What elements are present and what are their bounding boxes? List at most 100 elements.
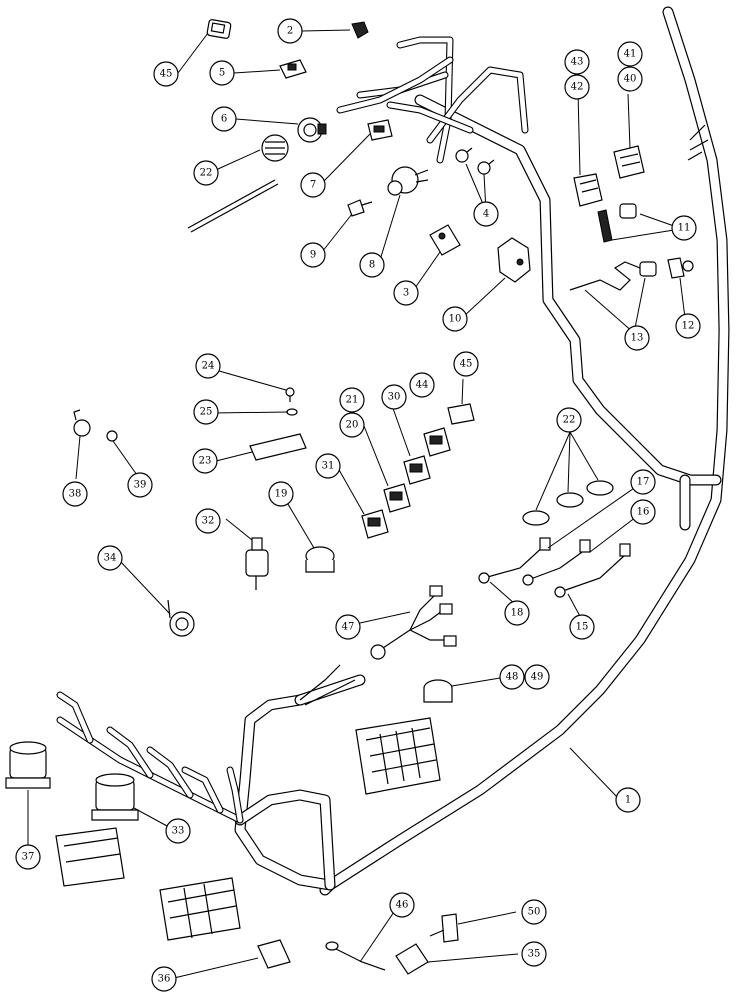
callout-17: 17 — [630, 469, 656, 495]
callout-13: 13 — [624, 325, 650, 351]
callout-11: 11 — [671, 215, 697, 241]
svg-text:18: 18 — [511, 608, 524, 619]
svg-text:33: 33 — [172, 826, 185, 837]
part-36-relay — [257, 939, 291, 969]
svg-text:15: 15 — [576, 622, 589, 633]
part-23-bracket — [249, 433, 307, 461]
callout-39: 39 — [127, 472, 153, 498]
callout-12: 12 — [675, 313, 701, 339]
callout-5: 5 — [209, 60, 235, 86]
svg-text:39: 39 — [134, 480, 147, 491]
tie-strap — [187, 179, 279, 233]
callout-42: 42 — [564, 74, 590, 100]
svg-text:48: 48 — [506, 672, 519, 683]
callout-4: 4 — [473, 201, 499, 227]
callout-49: 49 — [524, 664, 550, 690]
part-37-solenoid — [5, 741, 51, 789]
part-3-relay — [429, 224, 461, 256]
callout-15: 15 — [569, 614, 595, 640]
part-5-switch — [279, 59, 307, 79]
callout-43: 43 — [564, 49, 590, 75]
callout-50: 50 — [521, 899, 547, 925]
svg-text:19: 19 — [275, 489, 288, 500]
svg-text:11: 11 — [678, 223, 691, 234]
part-39-nut — [106, 430, 118, 442]
callout-2: 2 — [277, 18, 303, 44]
callout-46: 46 — [389, 892, 415, 918]
svg-text:44: 44 — [416, 380, 429, 391]
fuse-block-left — [55, 827, 125, 887]
svg-text:7: 7 — [310, 180, 316, 191]
callout-35: 35 — [521, 941, 547, 967]
svg-text:45: 45 — [460, 359, 473, 370]
svg-text:20: 20 — [346, 420, 359, 431]
callout-45-top: 45 — [153, 61, 179, 87]
part-22-lenses — [522, 480, 614, 526]
svg-text:5: 5 — [219, 68, 225, 79]
callout-18: 18 — [504, 600, 530, 626]
svg-text:16: 16 — [637, 507, 650, 518]
callout-41: 41 — [617, 41, 643, 67]
part-19-socket — [305, 546, 335, 573]
callout-38: 38 — [62, 481, 88, 507]
svg-text:12: 12 — [682, 321, 695, 332]
part-21-20-switch — [383, 483, 411, 513]
part-33-solenoid — [91, 773, 139, 821]
callout-40: 40 — [617, 66, 643, 92]
part-40-41-switches — [613, 145, 645, 179]
main-harness — [56, 6, 730, 896]
svg-text:13: 13 — [631, 333, 644, 344]
svg-text:37: 37 — [22, 852, 35, 863]
callout-45-mid: 45 — [453, 351, 479, 377]
svg-text:1: 1 — [625, 795, 631, 806]
callout-3: 3 — [393, 280, 419, 306]
svg-text:46: 46 — [396, 900, 409, 911]
svg-text:35: 35 — [528, 949, 541, 960]
part-10-housing — [497, 237, 531, 283]
part-31-switch — [361, 509, 389, 539]
part-11-lamp — [597, 203, 637, 243]
svg-text:47: 47 — [342, 622, 355, 633]
part-42-43-switches — [573, 173, 603, 207]
svg-text:42: 42 — [571, 82, 584, 93]
callout-7: 7 — [300, 172, 326, 198]
svg-text:22: 22 — [200, 168, 213, 179]
callout-10: 10 — [442, 306, 468, 332]
callout-48: 48 — [499, 664, 525, 690]
svg-text:9: 9 — [310, 250, 316, 261]
callout-20: 20 — [339, 412, 365, 438]
svg-text:30: 30 — [388, 392, 401, 403]
part-9-plug — [347, 199, 373, 217]
svg-text:3: 3 — [403, 288, 409, 299]
svg-text:4: 4 — [483, 209, 489, 220]
svg-text:41: 41 — [624, 49, 637, 60]
part-44-switch — [423, 427, 451, 457]
part-8-key-switch — [387, 166, 429, 196]
callout-1: 1 — [615, 787, 641, 813]
callout-6: 6 — [211, 106, 237, 132]
svg-text:24: 24 — [202, 361, 215, 372]
svg-text:31: 31 — [322, 461, 335, 472]
callout-24: 24 — [195, 353, 221, 379]
callout-8: 8 — [359, 252, 385, 278]
callout-44: 44 — [409, 372, 435, 398]
svg-text:32: 32 — [202, 516, 215, 527]
part-13-sensor — [569, 261, 657, 291]
callout-31: 31 — [315, 453, 341, 479]
svg-text:40: 40 — [624, 74, 637, 85]
svg-text:21: 21 — [346, 395, 359, 406]
part-35-switch — [395, 943, 429, 975]
part-45-top-switch — [206, 19, 232, 39]
callout-22-top: 22 — [193, 160, 219, 186]
callout-47: 47 — [335, 614, 361, 640]
part-34-connector — [167, 599, 195, 637]
svg-text:50: 50 — [528, 907, 541, 918]
svg-text:49: 49 — [531, 672, 544, 683]
svg-text:38: 38 — [69, 489, 82, 500]
part-50-bracket — [429, 913, 459, 943]
svg-text:23: 23 — [199, 456, 212, 467]
callout-37: 37 — [15, 844, 41, 870]
callout-22-mid: 22 — [556, 407, 582, 433]
part-12-bulb — [667, 257, 694, 279]
